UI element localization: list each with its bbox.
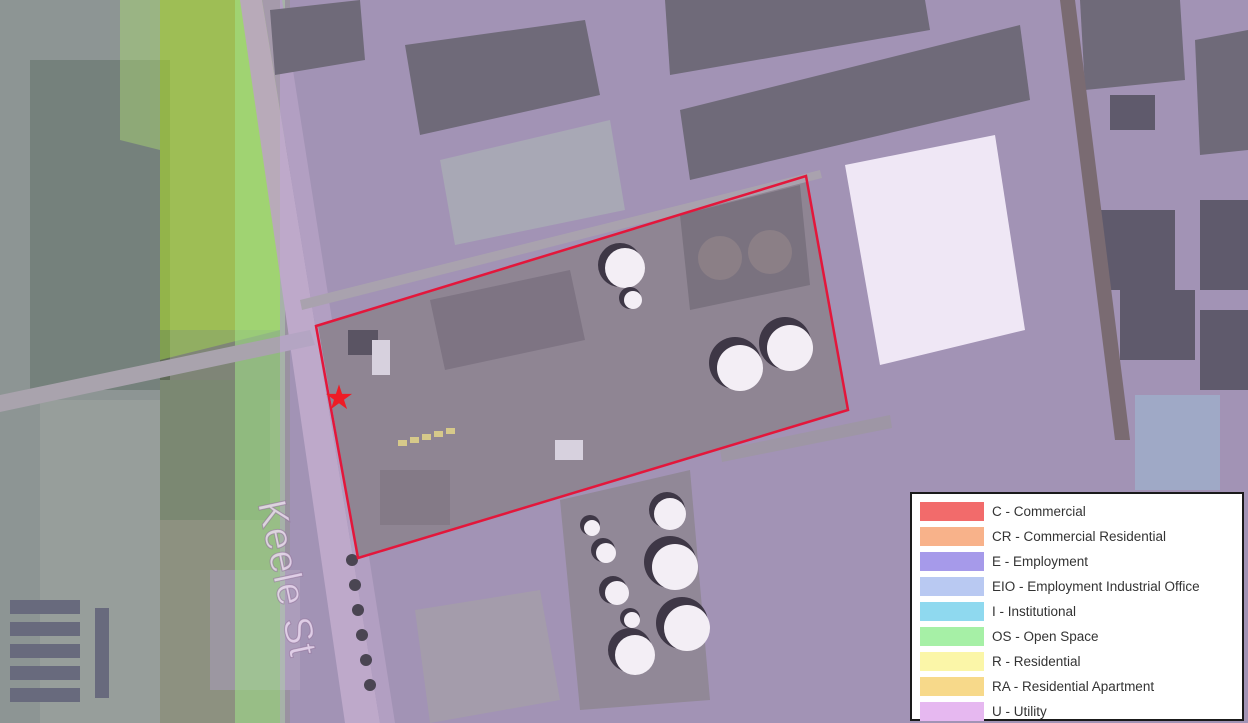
site-boundary	[314, 174, 850, 560]
legend-item: EIO - Employment Industrial Office	[920, 574, 1236, 599]
legend-label: R - Residential	[992, 654, 1081, 669]
subject-location-star-icon[interactable]: ★	[323, 379, 355, 417]
legend-swatch	[920, 677, 984, 696]
legend-swatch	[920, 527, 984, 546]
legend-swatch	[920, 627, 984, 646]
legend-item: I - Institutional	[920, 599, 1236, 624]
legend-label: C - Commercial	[992, 504, 1086, 519]
legend-swatch	[920, 652, 984, 671]
legend-label: CR - Commercial Residential	[992, 529, 1167, 544]
legend-label: OS - Open Space	[992, 629, 1099, 644]
legend-item: C - Commercial	[920, 499, 1236, 524]
legend-item: CR - Commercial Residential	[920, 524, 1236, 549]
legend-label: I - Institutional	[992, 604, 1077, 619]
legend-item: U - Utility	[920, 699, 1236, 723]
legend-label: U - Utility	[992, 704, 1047, 719]
legend-item: R - Residential	[920, 649, 1236, 674]
legend-label: RA - Residential Apartment	[992, 679, 1155, 694]
legend-swatch	[920, 552, 984, 571]
legend-swatch	[920, 602, 984, 621]
legend-label: EIO - Employment Industrial Office	[992, 579, 1200, 594]
legend-item: E - Employment	[920, 549, 1236, 574]
zoning-legend: C - Commercial CR - Commercial Residentia…	[910, 492, 1244, 721]
legend-label: E - Employment	[992, 554, 1089, 569]
legend-swatch	[920, 577, 984, 596]
legend-item: OS - Open Space	[920, 624, 1236, 649]
legend-swatch	[920, 502, 984, 521]
legend-swatch	[920, 702, 984, 721]
legend-item: RA - Residential Apartment	[920, 674, 1236, 699]
